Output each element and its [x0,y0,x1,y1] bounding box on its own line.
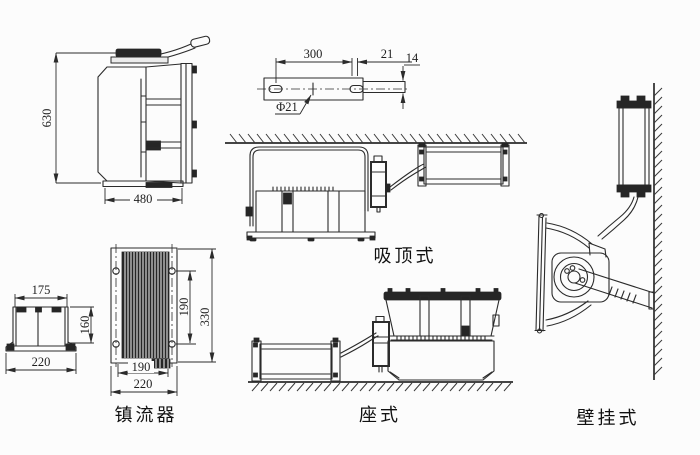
ballast-side-view-drawing: 175 160 220 [5,283,94,374]
ceiling-mount-scene: 吸顶式 [225,133,527,266]
dim-ballast-top-width: 175 [32,283,51,297]
seat-junction-box [372,315,390,373]
ballast-terminal-block [151,358,171,369]
dim-ballast-body-width: 190 [132,360,151,374]
label-wall-mount: 壁挂式 [577,408,640,428]
floodlight-side-view-drawing: 630 480 [40,35,211,206]
dim-ballast-base-width: 220 [32,355,51,369]
wall-floodlight [534,212,655,334]
ballast-front-view-drawing: 190 330 190 220 镇流器 [110,244,216,425]
dim-floodlight-height: 630 [40,109,54,128]
wall-hatch [653,87,663,376]
ceiling-hatch [229,133,526,144]
wall-cable [597,196,639,240]
dim-bracket-thickness: 14 [406,51,419,65]
dim-ballast-hole-spacing: 190 [177,298,191,317]
ceiling-floodlight [245,146,376,242]
dim-ballast-side-height: 160 [78,316,92,335]
label-ballast: 镇流器 [115,405,178,425]
dim-ballast-front-height: 330 [198,308,212,327]
dim-bracket-end-offset: 21 [381,47,394,61]
seat-ballast [251,337,341,382]
wall-arm [574,268,655,309]
dim-ballast-front-width: 220 [134,377,153,391]
seat-floodlight [383,288,502,381]
dim-bracket-hole-spacing: 300 [304,47,323,61]
label-ceiling-mount: 吸顶式 [374,246,437,266]
seat-mount-scene: 座式 [248,288,513,425]
wall-mount-scene: 壁挂式 [534,83,663,428]
ceiling-junction-box [370,155,391,213]
mounting-bracket-drawing: 300 21 14 Φ21 [257,47,420,115]
wall-ballast [616,95,652,198]
label-seat-mount: 座式 [359,405,401,425]
mounting-cap [115,48,162,58]
seat-cable [340,332,379,358]
ground-hatch [251,382,512,392]
dim-bracket-hole-diameter: Φ21 [276,100,298,114]
ceiling-ballast [417,142,510,187]
dim-floodlight-width: 480 [134,192,153,206]
